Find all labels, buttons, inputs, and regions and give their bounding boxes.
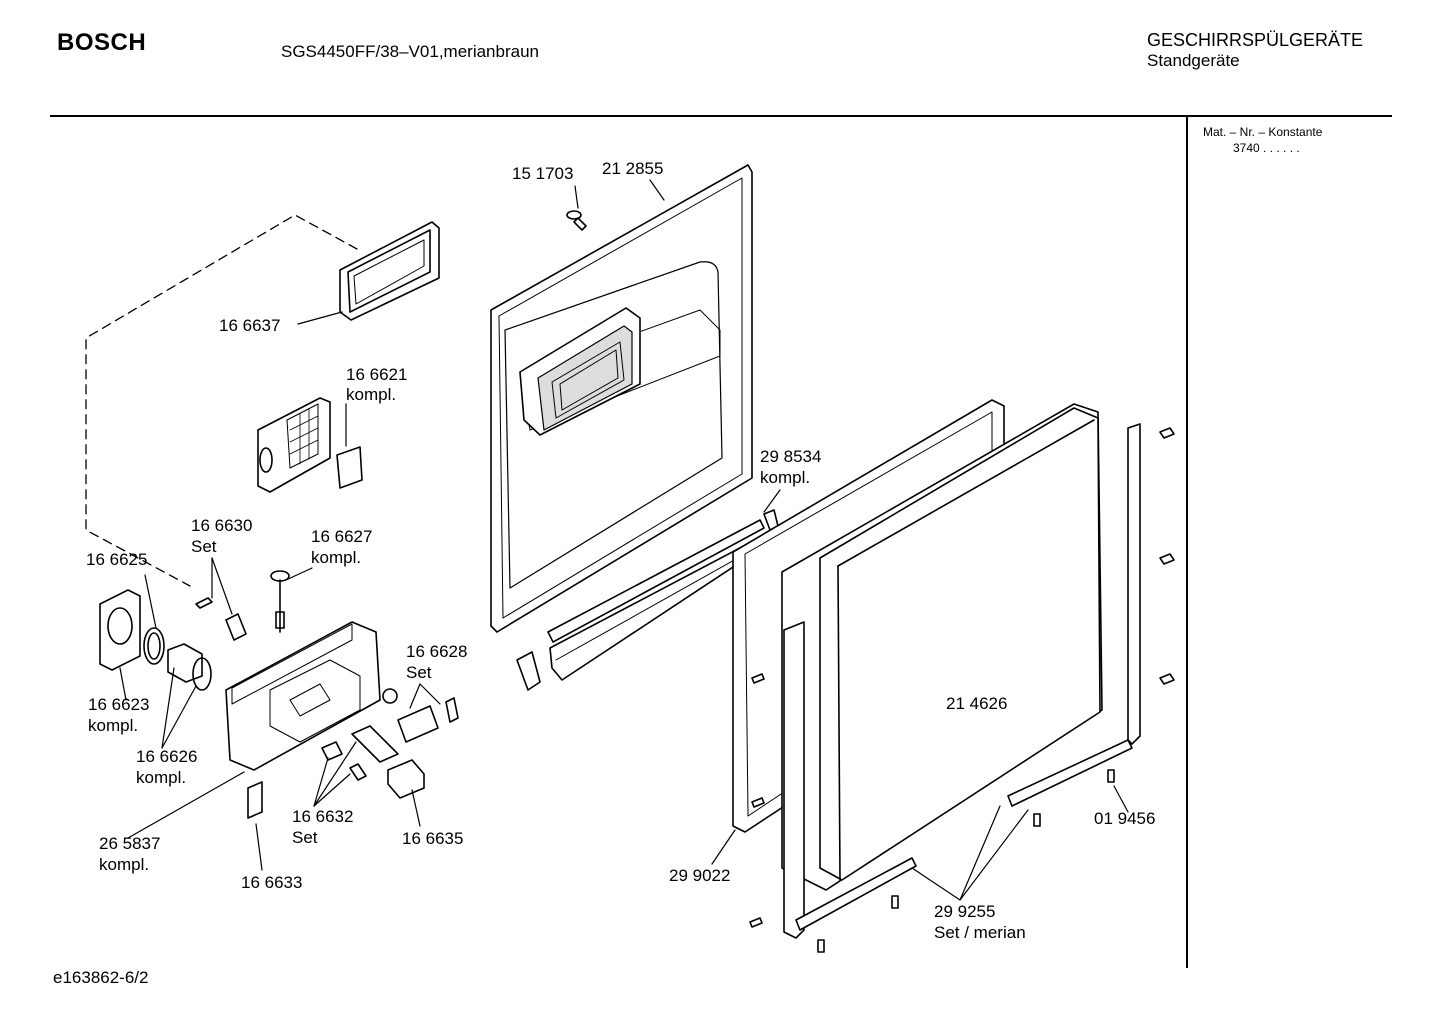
- label-166627: 16 6627: [311, 527, 372, 546]
- category-title: GESCHIRRSPÜLGERÄTE: [1147, 30, 1364, 50]
- category-subtitle: Standgeräte: [1147, 51, 1240, 70]
- label-166633: 16 6633: [241, 873, 302, 892]
- label-166626: 16 6626: [136, 747, 197, 766]
- front-panel-part: [781, 403, 1103, 891]
- drawing-code: e163862-6/2: [53, 968, 149, 987]
- label-265837: 26 5837: [99, 834, 160, 853]
- label-166621-note: kompl.: [346, 385, 396, 404]
- ball-part: [382, 688, 398, 704]
- dispenser-housing-part: [225, 621, 381, 771]
- label-166632: 16 6632: [292, 807, 353, 826]
- shaft-part-166627: [270, 570, 290, 633]
- label-299255: 29 9255: [934, 902, 995, 921]
- part-labels: 15 1703 21 2855 16 6637 16 6621 kompl. 2…: [86, 159, 1155, 942]
- label-298534: 29 8534: [760, 447, 821, 466]
- dispenser-cover-part: [257, 397, 331, 493]
- label-166627-note: kompl.: [311, 548, 361, 567]
- window-gasket-part: [339, 221, 440, 321]
- label-166628: 16 6628: [406, 642, 467, 661]
- frame-screws: [751, 673, 765, 808]
- label-166623-note: kompl.: [88, 716, 138, 735]
- label-166626-note: kompl.: [136, 768, 186, 787]
- header-divider: [50, 115, 1392, 117]
- screw-part-151703: [566, 210, 587, 231]
- lever-part-2: [351, 725, 399, 763]
- label-166635: 16 6635: [402, 829, 463, 848]
- label-166621: 16 6621: [346, 365, 407, 384]
- label-166628-note: Set: [406, 663, 432, 682]
- model-number: SGS4450FF/38–V01,merianbraun: [281, 42, 539, 61]
- label-019456: 01 9456: [1094, 809, 1155, 828]
- label-214626: 21 4626: [946, 694, 1007, 713]
- screws-right: [749, 427, 1175, 953]
- spring-part-2: [349, 763, 367, 781]
- label-299022: 29 9022: [669, 866, 730, 885]
- label-212855: 21 2855: [602, 159, 663, 178]
- clip-part: [321, 741, 343, 761]
- label-151703: 15 1703: [512, 164, 573, 183]
- spring-part: [445, 697, 459, 723]
- door-bottom-rail-part: [516, 509, 781, 691]
- label-166630: 16 6630: [191, 516, 252, 535]
- label-166630-note: Set: [191, 537, 217, 556]
- material-number-label: Mat. – Nr. – Konstante: [1203, 125, 1323, 139]
- side-trim-part: [783, 423, 1141, 939]
- spring-connector-part: [167, 643, 212, 691]
- seal-ring-part: [143, 627, 165, 665]
- label-265837-note: kompl.: [99, 855, 149, 874]
- inner-door-part: [490, 164, 753, 633]
- side-divider: [1186, 117, 1188, 968]
- assembly-dashed-line: [85, 214, 358, 587]
- leader-lines: [119, 179, 1129, 901]
- material-number-value: 3740 . . . . . .: [1233, 141, 1300, 155]
- label-166632-note: Set: [292, 828, 318, 847]
- label-299255-note: Set / merian: [934, 923, 1026, 942]
- label-298534-note: kompl.: [760, 468, 810, 487]
- set-parts-166630: [195, 597, 247, 641]
- lever-part: [397, 705, 439, 743]
- label-166637: 16 6637: [219, 316, 280, 335]
- dispenser-lid-part: [99, 589, 141, 671]
- brand-logo: BOSCH: [57, 29, 147, 56]
- bracket-part: [247, 781, 263, 819]
- filter-pad-part: [336, 446, 363, 489]
- label-166625: 16 6625: [86, 550, 147, 569]
- label-166623: 16 6623: [88, 695, 149, 714]
- micro-switch-part: [387, 759, 425, 799]
